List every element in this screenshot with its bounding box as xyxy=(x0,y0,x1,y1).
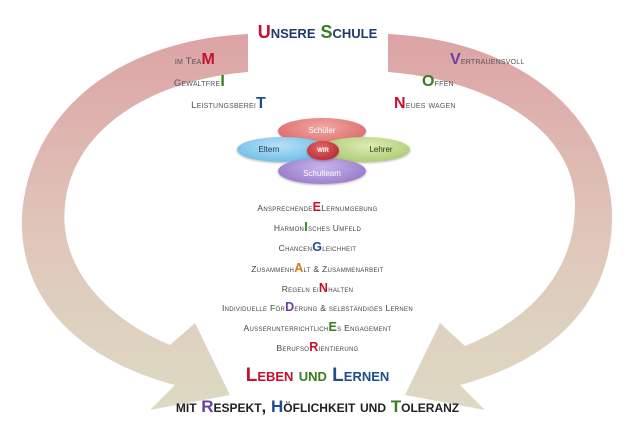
row-before: Harmon xyxy=(273,223,305,233)
value-leistungsbereit: LeistungsbereiT xyxy=(191,95,266,113)
row-after: erung & selbständiges Lernen xyxy=(294,303,413,313)
center-label: WIR xyxy=(317,147,329,154)
slogan-cap: R xyxy=(201,397,214,416)
value-letter: N xyxy=(394,95,406,112)
value-letter: V xyxy=(450,51,461,68)
title-part-1: Unsere xyxy=(258,22,321,42)
row-before: Ausserunterrichtlich xyxy=(243,323,329,333)
row-g: ChancenGleichheit xyxy=(0,240,635,254)
row-e2: AusserunterrichtlichEs Engagement xyxy=(0,320,635,334)
row-letter: E xyxy=(312,200,322,214)
slogan-respekt: mit Respekt, Höflichkeit und Toleranz xyxy=(0,397,635,417)
left-arrow xyxy=(21,34,248,410)
page-title: Unsere Schule xyxy=(0,22,635,43)
value-gewaltfrei: GewaltfreI xyxy=(174,73,225,91)
row-after: Lernumgebung xyxy=(321,203,378,213)
slogan-cap: L xyxy=(332,365,344,386)
slogan-rest: oleranz xyxy=(401,397,460,416)
slogan-cap: T xyxy=(390,397,402,416)
row-d: Individuelle FörDerung & selbständiges L… xyxy=(0,300,635,314)
value-text: im Tea xyxy=(174,56,202,67)
row-letter: G xyxy=(312,240,323,254)
row-after: leichheit xyxy=(322,243,357,253)
row-after: s Engagement xyxy=(337,323,392,333)
slogan-rest: espekt, xyxy=(213,397,271,416)
row-a: ZusammenhAlt & Zusammenarbeit xyxy=(0,261,635,275)
title-cap-s: S xyxy=(320,22,333,42)
value-text: ffen xyxy=(434,78,454,89)
petal-schulteam: Schulteam xyxy=(278,158,366,184)
row-letter: A xyxy=(294,261,304,275)
row-r: BerufsoRientierung xyxy=(0,340,635,354)
row-after: sches Umfeld xyxy=(307,223,362,233)
row-before: Ansprechende xyxy=(257,203,313,213)
row-after: halten xyxy=(328,284,354,294)
value-letter: O xyxy=(422,73,435,90)
right-arrow xyxy=(388,34,613,410)
slogan-cap: H xyxy=(271,397,284,416)
title-rest-2: chule xyxy=(332,22,378,42)
value-letter: T xyxy=(256,95,266,112)
row-letter: R xyxy=(309,340,319,354)
row-before: Berufso xyxy=(276,343,310,353)
value-letter: I xyxy=(220,73,225,90)
petal-label: Eltern xyxy=(258,145,280,154)
slogan-rest: eben xyxy=(257,365,299,386)
center-wir: WIR xyxy=(307,141,339,160)
row-before: Chancen xyxy=(278,243,313,253)
row-before: Regeln ei xyxy=(281,284,319,294)
value-letter: M xyxy=(201,51,215,68)
row-i: HarmonIsches Umfeld xyxy=(0,220,635,234)
row-after: ientierung xyxy=(318,343,359,353)
title-cap-u: U xyxy=(257,22,271,42)
slogan-rest: öflichkeit xyxy=(283,397,360,416)
slogan-rest: ernen xyxy=(343,365,390,386)
title-part-2: Schule xyxy=(321,22,378,42)
petal-label: Schüler xyxy=(308,125,336,135)
title-rest-1: nsere xyxy=(270,22,321,42)
row-after: lt & Zusammenarbeit xyxy=(303,264,384,274)
value-im-team: im TeaM xyxy=(175,51,215,69)
value-vertrauensvoll: Vertrauensvoll xyxy=(450,51,524,69)
row-before: Zusammenh xyxy=(251,264,295,274)
row-before: Individuelle För xyxy=(222,303,286,313)
row-n: Regeln eiNhalten xyxy=(0,281,635,295)
row-letter: I xyxy=(304,220,308,234)
row-letter: N xyxy=(318,281,329,295)
value-text: eues wagen xyxy=(405,100,456,111)
value-text: Leistungsberei xyxy=(191,100,257,111)
value-text: ertrauensvoll xyxy=(460,56,525,67)
petal-label: Lehrer xyxy=(369,145,393,154)
petal-label: Schulteam xyxy=(303,168,341,178)
value-text: Gewaltfre xyxy=(173,78,221,89)
slogan-cap: L xyxy=(245,365,258,386)
slogan-rest: und xyxy=(298,365,333,386)
value-offen: Offen xyxy=(422,73,454,91)
slogan-leben-und-lernen: Leben und Lernen xyxy=(0,365,635,387)
row-e: AnsprechendeELernumgebung xyxy=(0,200,635,214)
value-neues-wagen: Neues wagen xyxy=(394,95,456,113)
row-letter: D xyxy=(285,300,295,314)
slogan-rest: mit xyxy=(175,397,202,416)
slogan-rest: und xyxy=(360,397,391,416)
row-letter: E xyxy=(328,320,338,334)
